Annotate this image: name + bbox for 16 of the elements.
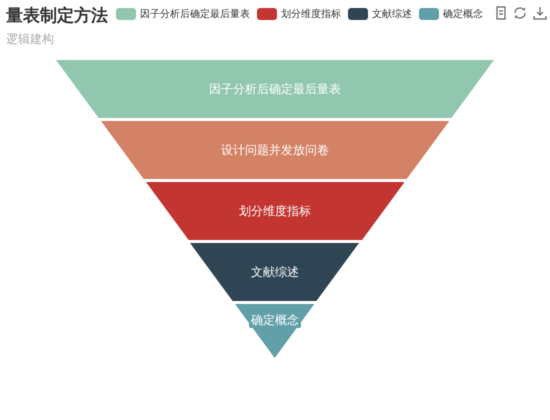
legend-label: 文献综述: [372, 8, 412, 21]
funnel-band: [100, 121, 450, 179]
funnel-band: [235, 304, 315, 358]
funnel-band: [56, 60, 494, 118]
legend-label: 因子分析后确定最后量表: [140, 8, 250, 21]
chart-title: 量表制定方法: [6, 5, 108, 27]
legend-label: 划分维度指标: [281, 8, 341, 21]
band-label: 文献综述: [248, 264, 301, 280]
band-label: 确定概念: [248, 312, 301, 328]
subtitle: 逻辑建构: [6, 31, 54, 48]
funnel-band: [190, 243, 360, 301]
legend-label: 确定概念: [443, 8, 483, 21]
funnel-band: [146, 182, 404, 240]
band-label: 设计问题并发放问卷: [218, 142, 331, 158]
band-label: 划分维度指标: [236, 203, 313, 219]
band-label: 因子分析后确定最后量表: [207, 81, 343, 97]
